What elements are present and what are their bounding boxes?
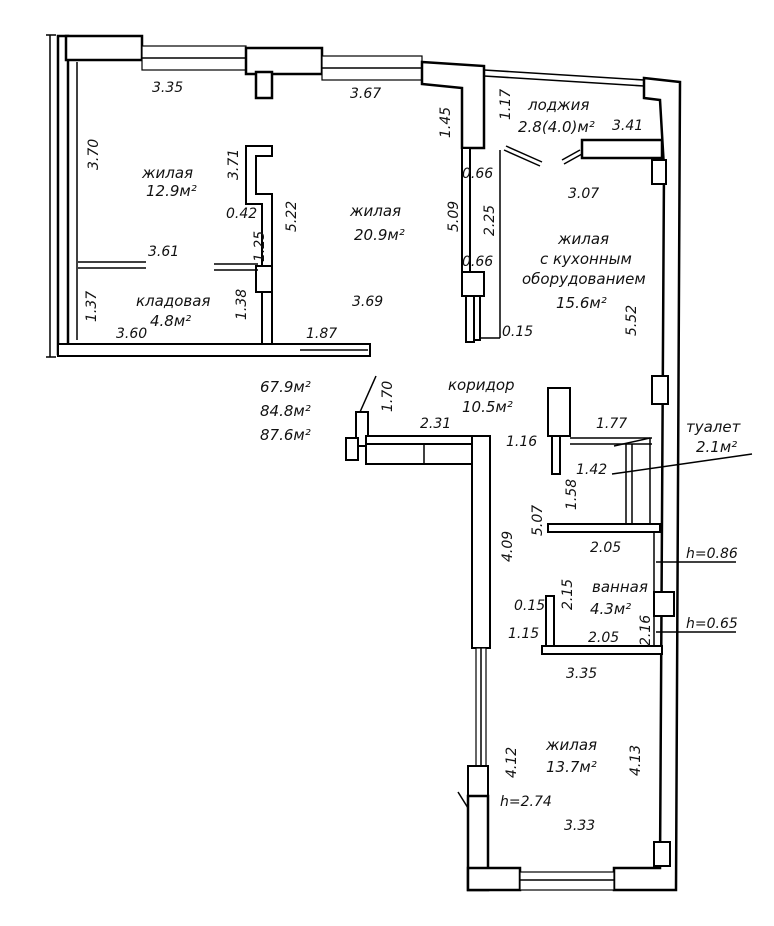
room-name-living1: жилая — [141, 164, 193, 182]
room-area-corridor: 10.5м² — [462, 398, 513, 416]
room-name-bath: ванная — [592, 578, 648, 596]
room-area-toilet: 2.1м² — [696, 438, 737, 456]
dimension: 3.70 — [86, 139, 102, 170]
room-name-kitchen: жилая — [557, 230, 609, 248]
room-area-living1: 12.9м² — [146, 182, 197, 200]
vertical-dimensions: 1.17 3.70 3.71 1.45 5.22 5.09 2.25 1.25 … — [84, 89, 654, 778]
dimension: 3.60 — [116, 326, 147, 342]
dimension: 1.87 — [306, 326, 337, 342]
dimension: 0.15 — [502, 324, 533, 340]
dimension: 3.35 — [566, 666, 597, 682]
walls — [46, 34, 753, 892]
room-name-kitchen-3: оборудованием — [522, 270, 646, 288]
bottom-wall-left-wing — [57, 343, 371, 357]
dimension: 2.05 — [590, 540, 621, 556]
dimension: 3.07 — [568, 186, 599, 202]
loggia-kitchen-wall — [580, 138, 664, 160]
window — [519, 871, 615, 891]
dimension: 3.33 — [564, 818, 595, 834]
dimension: 3.71 — [226, 149, 242, 180]
room-area-living2: 20.9м² — [354, 226, 405, 244]
room-name-toilet: туалет — [686, 418, 742, 436]
total-area: 67.9м² — [260, 378, 311, 396]
bottom-wall — [466, 866, 522, 892]
dimension: 2.25 — [482, 205, 498, 236]
room-area-storage: 4.8м² — [150, 312, 191, 330]
room-name-corridor: коридор — [448, 376, 515, 394]
height-mark: h=2.74 — [500, 794, 552, 810]
dimension: 1.15 — [508, 626, 539, 642]
dimension: 0.66 — [462, 254, 493, 270]
dimension: 1.37 — [84, 291, 100, 322]
dimension: 1.58 — [564, 479, 580, 510]
bath-top-wall — [547, 523, 661, 533]
dimension: 3.69 — [352, 294, 383, 310]
loggia-glazing — [483, 69, 645, 81]
left-wall — [56, 34, 70, 356]
room-area-bath: 4.3м² — [590, 600, 631, 618]
dimension: 2.16 — [638, 615, 654, 646]
dimensions: 3.35 3.67 3.41 0.66 3.07 0.42 3.61 0.66 … — [116, 80, 643, 834]
dimension: 5.07 — [530, 505, 546, 536]
height-marks: h=0.86 h=0.65 h=2.74 — [500, 546, 738, 810]
dimension: 1.16 — [506, 434, 537, 450]
dimension: 3.41 — [612, 118, 643, 134]
room-area-living3: 13.7м² — [546, 758, 597, 776]
dimension: 2.31 — [420, 416, 451, 432]
dimension: 1.70 — [380, 381, 396, 412]
dimension: 1.38 — [234, 289, 250, 320]
dimension: 2.15 — [560, 579, 576, 610]
room-labels: жилая 12.9м² жилая 20.9м² лоджия 2.8(4.0… — [136, 96, 742, 776]
dimension: 3.67 — [350, 86, 381, 102]
right-exterior-wall — [612, 76, 682, 892]
bath-bottom-wall — [541, 645, 663, 655]
dimension: 1.42 — [576, 462, 607, 478]
dimension: 4.09 — [500, 531, 516, 562]
top-wall-pier — [244, 46, 324, 76]
height-mark: h=0.65 — [686, 616, 738, 632]
partition — [245, 145, 273, 345]
dimension: 3.35 — [152, 80, 183, 96]
dimension: 4.12 — [504, 747, 520, 778]
dimension: 3.61 — [148, 244, 179, 260]
dimension: 0.66 — [462, 166, 493, 182]
dimension: 2.05 — [588, 630, 619, 646]
room-name-kitchen-2: с кухонным — [540, 250, 632, 268]
total-area: 84.8м² — [260, 402, 311, 420]
room-area-kitchen: 15.6м² — [556, 294, 607, 312]
room-name-loggia: лоджия — [527, 96, 589, 114]
room-name-living3: жилая — [545, 736, 597, 754]
dimension: 5.09 — [446, 201, 462, 232]
dimension: 5.52 — [624, 305, 640, 336]
top-wall-segment — [64, 34, 144, 62]
toilet-wall — [547, 387, 571, 437]
dimension: 1.17 — [498, 89, 514, 120]
height-mark: h=0.86 — [686, 546, 738, 562]
dimension: 0.15 — [514, 598, 545, 614]
bottom-wing-left-wall — [471, 435, 491, 649]
area-totals: 67.9м² 84.8м² 87.6м² — [260, 378, 311, 444]
room-name-living2: жилая — [349, 202, 401, 220]
dimension: 0.42 — [226, 206, 257, 222]
dimension: 1.25 — [252, 231, 268, 262]
room-name-storage: кладовая — [136, 292, 210, 310]
dimension: 1.77 — [596, 416, 627, 432]
total-area: 87.6м² — [260, 426, 311, 444]
dimension: 4.13 — [628, 745, 644, 776]
dimension: 1.45 — [438, 107, 454, 138]
room-area-loggia: 2.8(4.0)м² — [518, 118, 595, 136]
dimension: 5.22 — [284, 201, 300, 232]
